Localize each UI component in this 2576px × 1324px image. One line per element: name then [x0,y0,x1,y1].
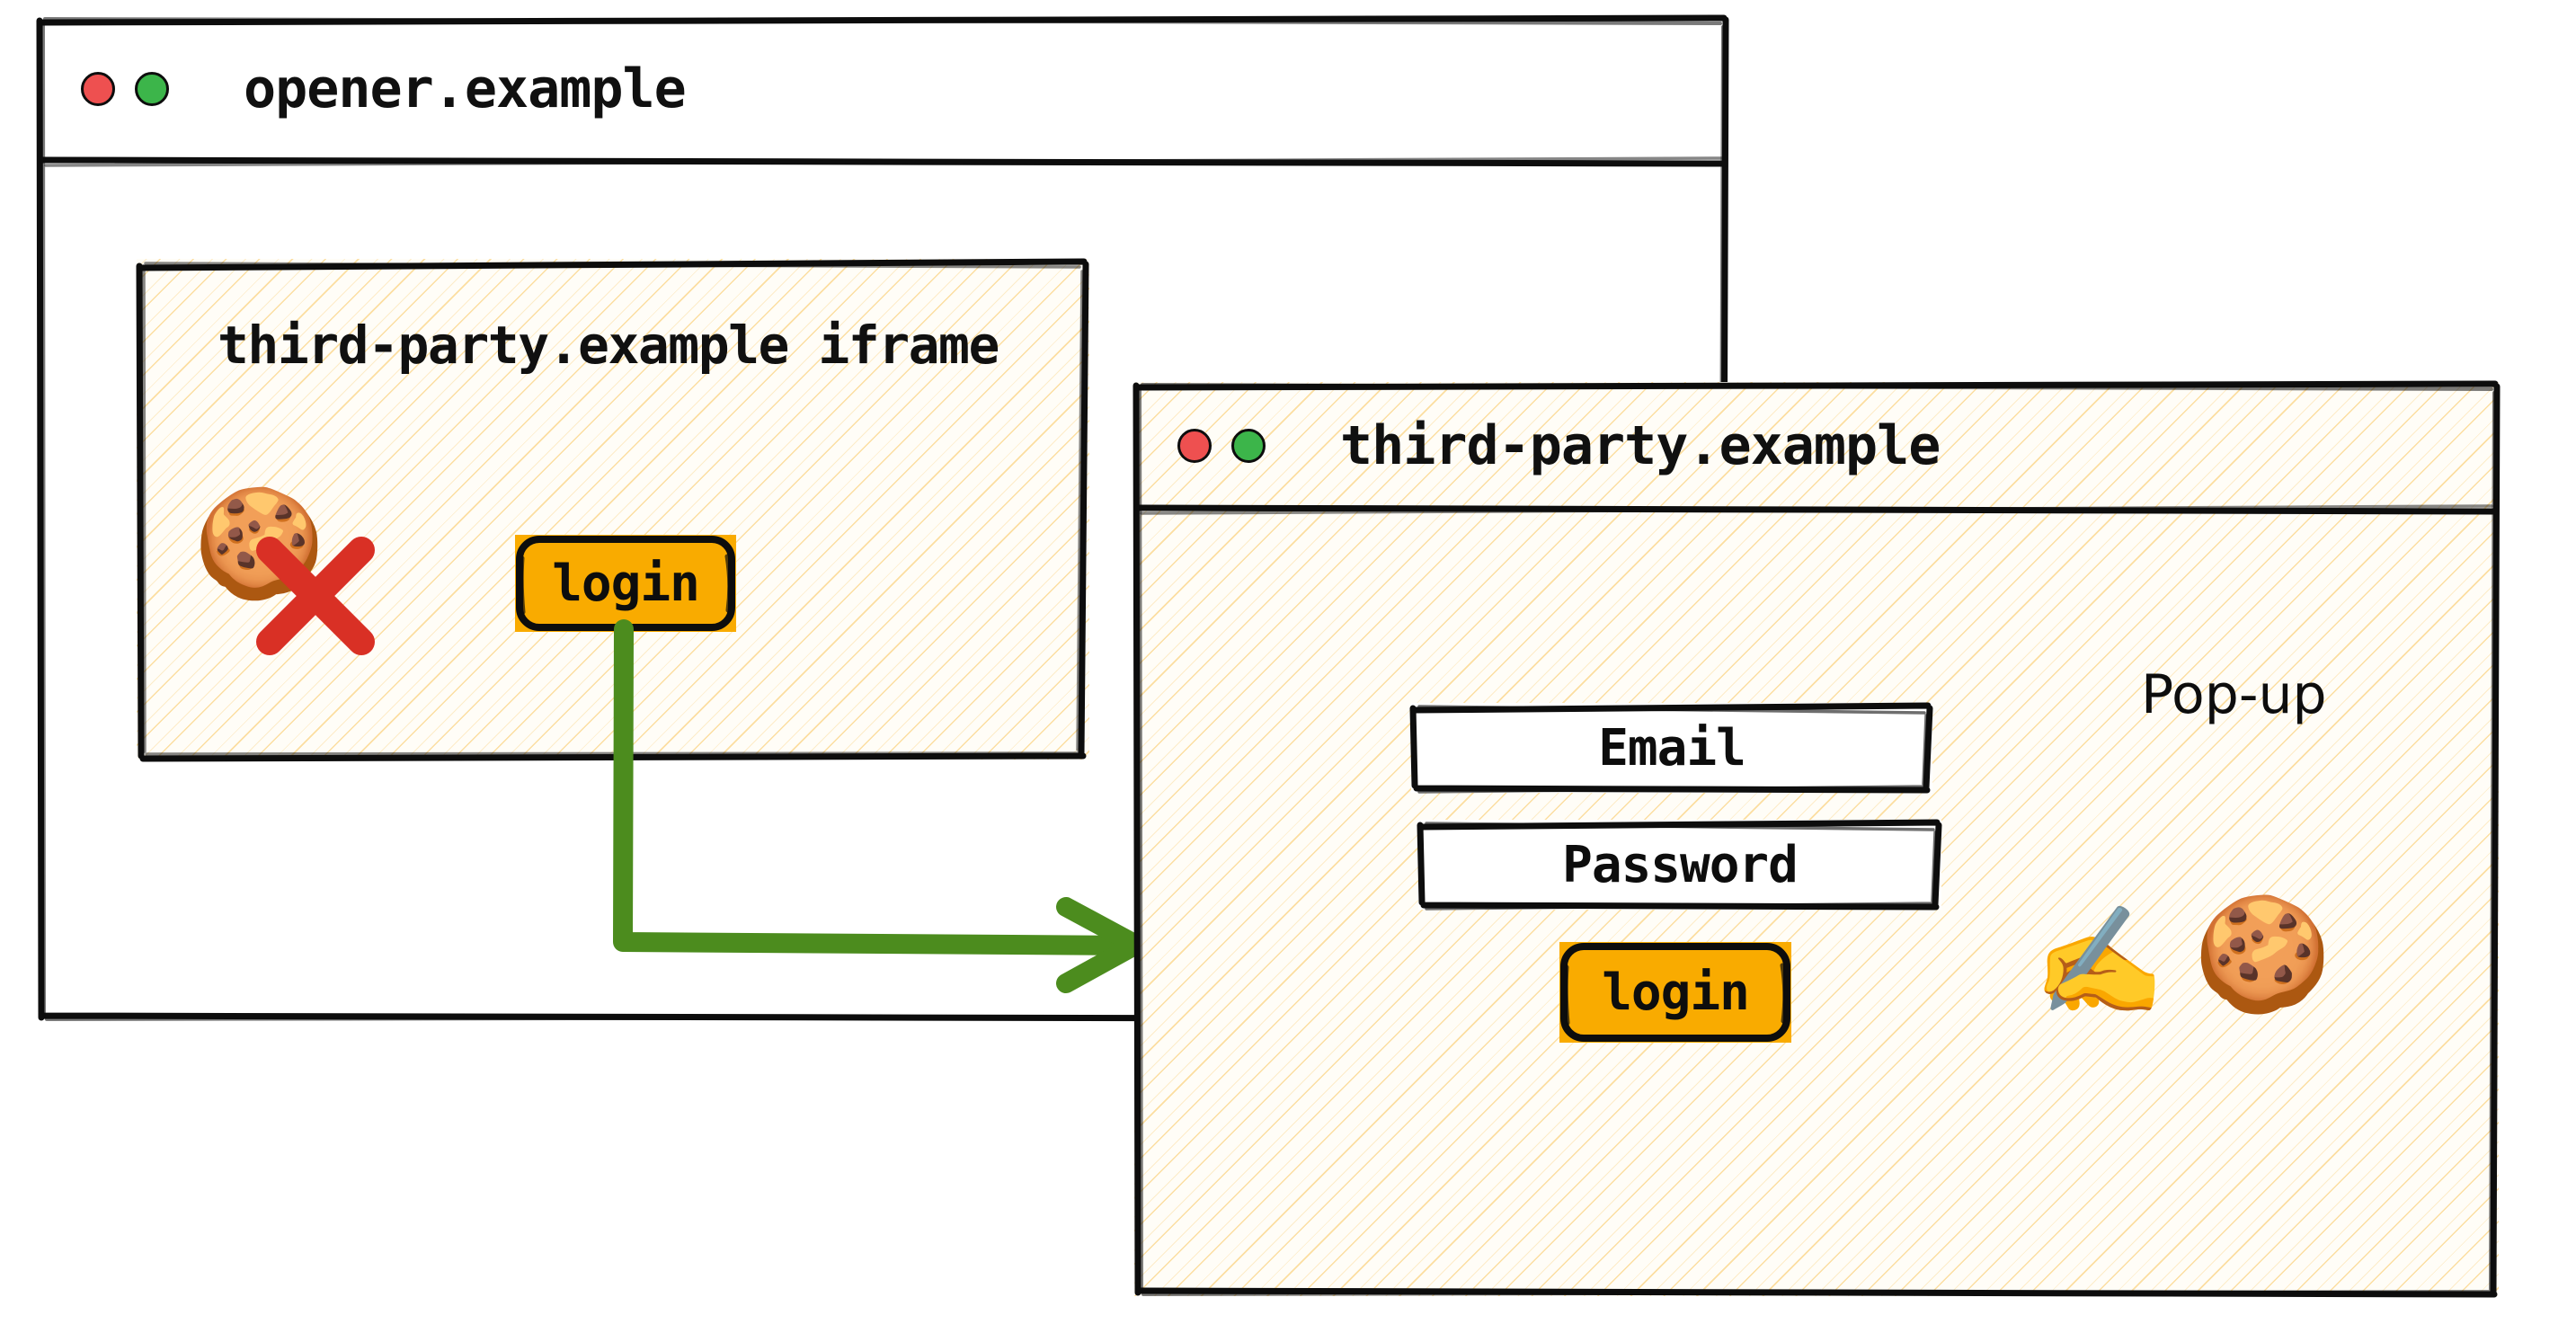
popup-window-title: third-party.example [1340,414,1941,477]
opener-window-title: opener.example [244,58,687,120]
password-field[interactable]: Password [1417,819,1942,911]
email-field-label: Email [1598,718,1746,778]
cookie-icon: 🍪 [2193,890,2332,1019]
password-field-label: Password [1562,835,1799,894]
iframe-origin-label: third-party.example iframe [218,315,999,376]
cookie-blocked-x-icon [256,537,375,655]
close-icon[interactable] [81,72,115,106]
popup-login-button-label: login [1602,963,1750,1022]
email-field[interactable]: Email [1409,702,1933,794]
close-icon[interactable] [1177,429,1212,463]
maximize-icon[interactable] [1231,429,1266,463]
iframe-login-button-label: login [552,554,700,613]
popup-browser-window: third-party.example [1133,380,2500,1298]
popup-login-button[interactable]: login [1559,942,1791,1043]
popup-annotation-label: Pop-up [2141,663,2327,726]
opener-title-bar: opener.example [38,16,1728,162]
popup-title-bar: third-party.example [1134,382,2499,510]
iframe-login-button[interactable]: login [515,535,736,632]
writing-hand-icon: ✍️ [2033,899,2165,1023]
maximize-icon[interactable] [135,72,169,106]
